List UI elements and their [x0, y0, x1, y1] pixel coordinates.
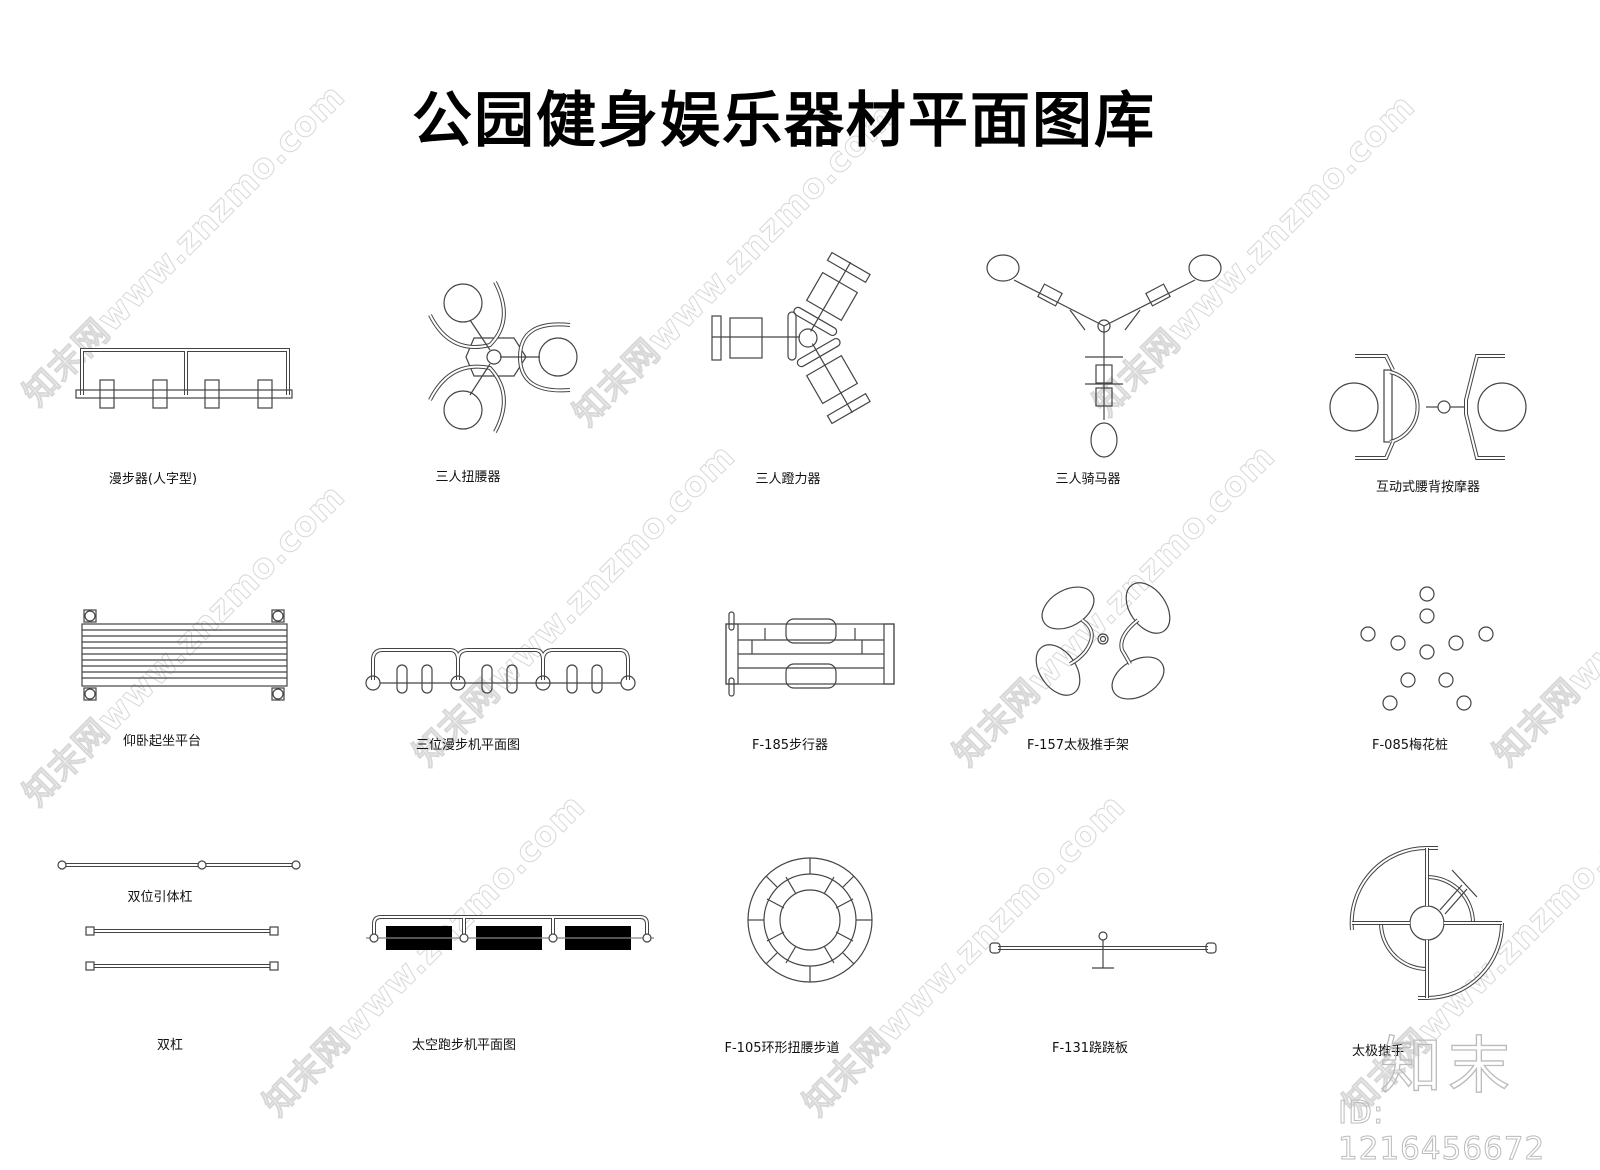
watermark: 知末网www.znzmo.com — [1485, 436, 1600, 775]
watermark: 知末网www.znzmo.com — [255, 786, 594, 1125]
label-taichi-wheel: 太极推手 — [1351, 1044, 1405, 1059]
watermark: 知末网www.znzmo.com — [15, 476, 354, 815]
label-three-station-walker: 三位漫步机平面图 — [415, 738, 521, 753]
id-watermark: ID: 1216456672 — [1338, 1095, 1546, 1168]
label-f185-walker: F-185步行器 — [752, 738, 828, 753]
label-double-pullup-bar: 双位引体杠 — [127, 890, 193, 905]
brand-watermark: 知末 — [1379, 1028, 1517, 1102]
label-f131-seesaw: F-131跷跷板 — [1052, 1041, 1128, 1056]
label-interactive-back-massager: 互动式腰背按摩器 — [1375, 480, 1481, 495]
label-situp-platform: 仰卧起坐平台 — [122, 734, 202, 749]
label-three-person-leg-press: 三人蹬力器 — [755, 472, 821, 487]
label-parallel-bars: 双杠 — [156, 1038, 184, 1053]
label-three-person-rider: 三人骑马器 — [1055, 472, 1121, 487]
label-f105-ring-twist-path: F-105环形扭腰步道 — [724, 1041, 840, 1056]
label-walker-person: 漫步器(人字型) — [108, 472, 198, 487]
label-space-walker: 太空跑步机平面图 — [411, 1038, 517, 1053]
label-f085-plum-posts: F-085梅花桩 — [1372, 738, 1448, 753]
label-three-person-waist-twister: 三人扭腰器 — [435, 470, 501, 485]
label-f157-taichi-push: F-157太极推手架 — [1027, 738, 1129, 753]
page-title: 公园健身娱乐器材平面图库 — [412, 86, 1156, 156]
